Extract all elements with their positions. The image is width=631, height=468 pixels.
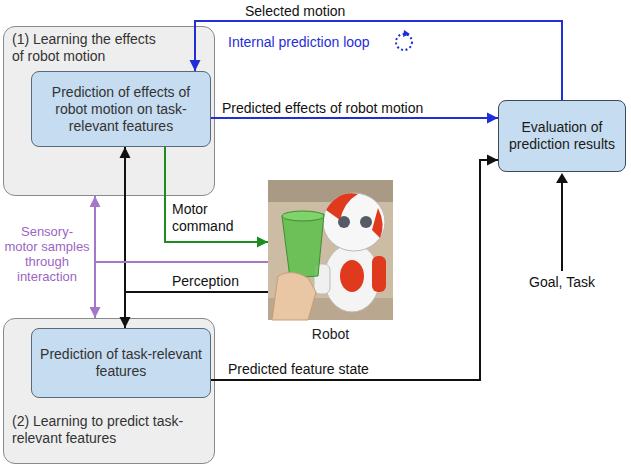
edge-label: Predicted feature state: [228, 361, 448, 378]
group-label: (2) Learning to predict task-relevant fe…: [4, 409, 204, 451]
edge-label: Predicted effects of robot motion: [222, 100, 492, 117]
box-text: Prediction of effects of robot motion on…: [32, 80, 210, 139]
robot-head: [323, 193, 385, 251]
cup-rim: [282, 211, 324, 221]
photo-shelf: [268, 180, 393, 202]
human-hand: [272, 272, 316, 320]
photo-background: [268, 180, 393, 320]
connector-line: [125, 292, 268, 328]
edge-label: Sensory- motor samples through interacti…: [3, 224, 91, 284]
robot-eye: [360, 216, 372, 228]
group-box: (2) Learning to predict task-relevant fe…: [3, 318, 215, 464]
connector: [90, 196, 269, 262]
group-label: (1) Learning the effects of robot motion: [4, 27, 172, 69]
connector: [120, 147, 269, 292]
robot-body: [324, 244, 380, 312]
box-text: Evaluation of prediction results: [499, 115, 625, 157]
arrowhead: [120, 317, 131, 328]
edge-label: Selected motion: [245, 3, 365, 20]
connector: [120, 292, 269, 328]
connector: [90, 262, 269, 318]
connector-line: [125, 147, 268, 292]
arrowhead: [120, 147, 131, 158]
connector-line: [211, 160, 498, 380]
connector: [211, 155, 498, 381]
green-cup: [282, 214, 324, 278]
process-box: Prediction of effects of robot motion on…: [31, 71, 211, 147]
robot-ear-red: [372, 208, 383, 238]
free-label: Internal prediction loop: [228, 34, 393, 51]
connector-line: [211, 117, 498, 119]
process-box: Evaluation of prediction results: [498, 100, 626, 172]
connector: [190, 21, 563, 100]
robot-arm: [372, 256, 386, 292]
robot-caption: Robot: [268, 326, 393, 343]
arrowhead: [190, 60, 201, 71]
edge-label: Perception: [172, 273, 272, 290]
arrowhead: [487, 155, 498, 166]
connector-line: [195, 21, 562, 100]
group-box: (1) Learning the effects of robot motion…: [3, 26, 215, 196]
connector: [165, 147, 268, 248]
arrowhead: [487, 113, 498, 124]
robot-chest: [340, 260, 364, 292]
robot-eye: [338, 216, 350, 228]
free-label: Goal, Task: [512, 274, 612, 291]
robot-photo: [268, 180, 393, 320]
connector-line: [165, 147, 268, 242]
box-text: Prediction of task-relevant features: [32, 342, 210, 384]
loop-icon-head: [403, 30, 410, 37]
arrowhead: [257, 237, 268, 248]
connector-line: [95, 262, 268, 318]
arrowhead: [90, 196, 101, 207]
robot-head-red: [326, 193, 358, 220]
edge-label: Motor command: [172, 201, 252, 235]
goal-arrow: [561, 181, 563, 271]
goal-arrowhead: [556, 173, 568, 183]
process-box: Prediction of task-relevant features: [31, 328, 211, 398]
connector-line: [95, 196, 268, 262]
arrowhead: [90, 307, 101, 318]
robot-node: Robot: [268, 180, 393, 350]
